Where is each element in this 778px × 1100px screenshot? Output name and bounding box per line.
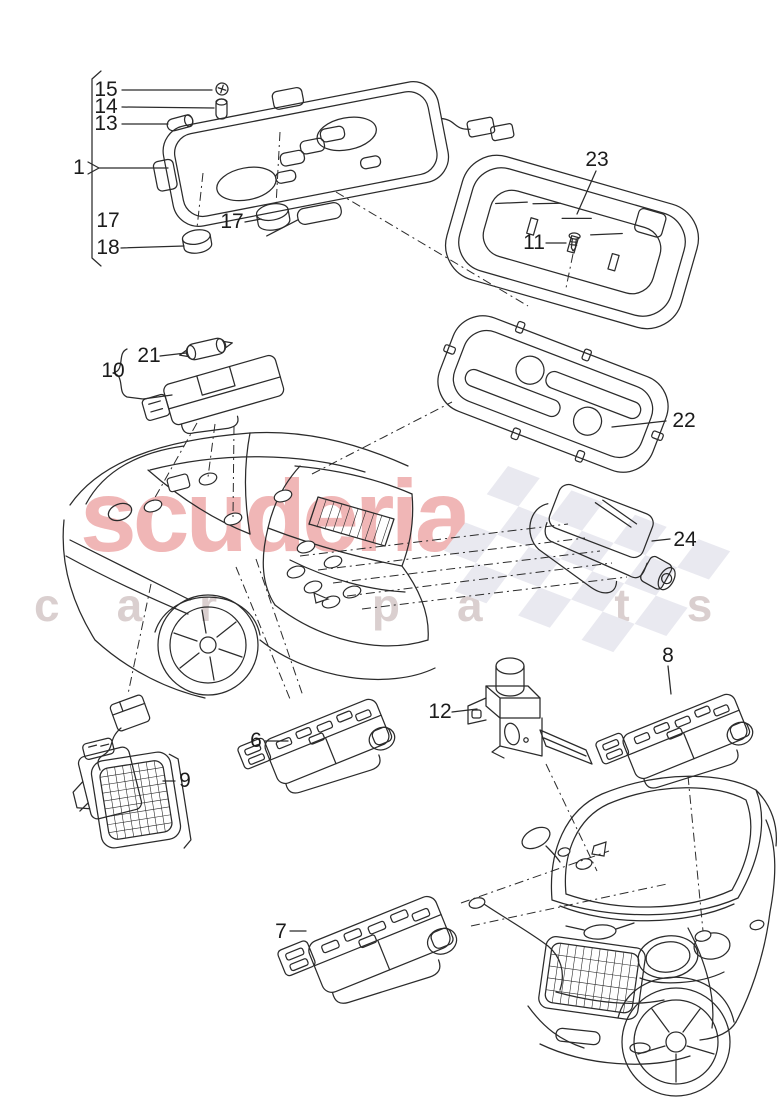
bulb-part-14 [216,99,227,119]
car-front-view-drawing [468,776,776,1096]
callout-label-17b: 17 [220,210,244,233]
callout-label-18: 18 [96,236,120,259]
bulb-holder-part-12 [468,658,592,764]
callout-label-7: 7 [275,920,287,943]
gasket-part-22 [423,299,683,488]
callout-label-11: 11 [523,231,545,254]
callout-label-12: 12 [428,700,452,723]
lamp-cap-part-17 [255,201,291,232]
callout-label-6: 6 [250,729,262,752]
callout-label-10: 10 [101,359,125,382]
assembly-dash-lines [128,132,703,931]
callout-label-22: 22 [672,409,696,432]
lamp-with-cable-part-9 [62,694,192,861]
callout-label-15: 15 [94,78,118,101]
festoon-bulb-part-21 [178,335,234,363]
callout-label-1: 1 [73,156,85,179]
callout-label-17a: 17 [96,209,120,232]
screw-part-15 [214,81,229,96]
car-rear-view-drawing [63,432,435,698]
callout-label-24: 24 [673,528,697,551]
screw-part-11 [568,232,581,251]
callout-label-21: 21 [137,344,161,367]
bulb-part-13 [166,114,194,132]
control-module-part-24 [516,476,694,616]
leader-lines [88,71,671,931]
lamp-cap-part-18 [181,228,213,256]
callout-label-23: 23 [585,148,609,171]
interior-lamp-part-10 [139,354,290,449]
callout-label-9: 9 [179,769,191,792]
callout-label-13: 13 [94,112,118,135]
callout-label-8: 8 [662,644,674,667]
callout-label-14: 14 [94,95,118,118]
roof-console-part-1 [144,49,524,255]
